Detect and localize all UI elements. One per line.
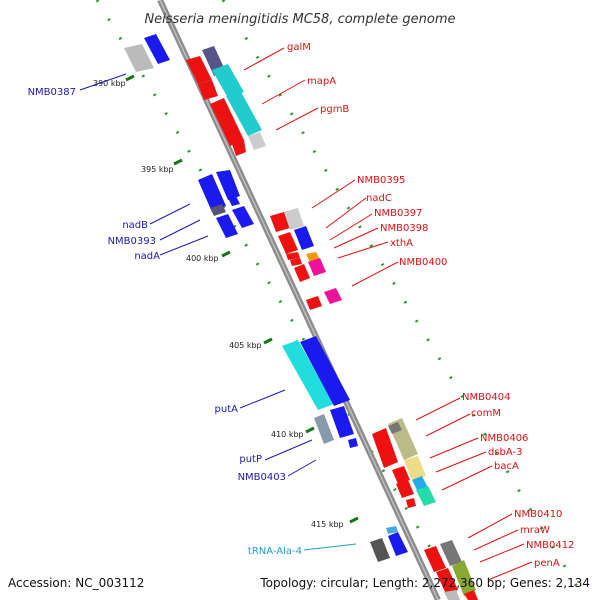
- labels-left: NMB0387 nadB NMB0393 nadA putA putP NMB0…: [28, 87, 286, 483]
- gene-feature[interactable]: [386, 526, 398, 534]
- gene-label-nada[interactable]: nadA: [134, 251, 160, 262]
- gene-feature[interactable]: [424, 546, 446, 572]
- kbp-label-400: 400 kbp: [186, 254, 219, 263]
- gene-label-trna-ala-4[interactable]: tRNA-Ala-4: [248, 546, 302, 557]
- gene-feature[interactable]: [284, 208, 304, 230]
- gene-feature[interactable]: [370, 538, 390, 562]
- gene-feature[interactable]: [282, 340, 334, 410]
- gene-label-nmb0395[interactable]: NMB0395: [357, 175, 405, 186]
- gene-feature[interactable]: [294, 226, 314, 250]
- kbp-label-395: 395 kbp: [141, 165, 174, 174]
- gene-feature[interactable]: [452, 560, 476, 596]
- gene-feature[interactable]: [228, 196, 240, 206]
- gene-label-mapa[interactable]: mapA: [307, 76, 336, 87]
- gene-feature[interactable]: [392, 466, 410, 484]
- gene-label-nadb[interactable]: nadB: [122, 220, 148, 231]
- gene-label-pena[interactable]: penA: [534, 558, 560, 569]
- reverse-genes: [186, 46, 478, 600]
- kbp-label-415: 415 kbp: [311, 520, 344, 529]
- gene-feature[interactable]: [308, 258, 326, 276]
- gene-feature[interactable]: [270, 212, 290, 232]
- gene-feature[interactable]: [306, 296, 322, 310]
- map-title: Neisseria meningitidis MC58, complete ge…: [144, 12, 455, 27]
- gene-feature[interactable]: [440, 540, 462, 566]
- gene-feature[interactable]: [404, 456, 426, 480]
- gene-feature[interactable]: [248, 132, 266, 150]
- forward-genes: [124, 34, 408, 562]
- gene-label-putp[interactable]: putP: [239, 454, 262, 465]
- kbp-tick-marks: [125, 74, 359, 524]
- gene-feature[interactable]: [226, 90, 262, 136]
- gene-label-baca[interactable]: bacA: [494, 461, 519, 472]
- gene-feature[interactable]: [216, 214, 238, 238]
- gene-label-galm[interactable]: galM: [287, 42, 311, 53]
- gene-label-nmb0410[interactable]: NMB0410: [514, 509, 562, 520]
- gene-feature[interactable]: [300, 336, 350, 406]
- topology-text: Topology: circular; Length: 2,272,360 bp…: [259, 576, 590, 590]
- accession-text: Accession: NC_003112: [8, 576, 144, 590]
- gene-feature[interactable]: [396, 480, 414, 498]
- kbp-label-405: 405 kbp: [229, 341, 262, 350]
- gene-feature[interactable]: [330, 406, 354, 438]
- gene-label-nmb0393[interactable]: NMB0393: [108, 236, 156, 247]
- gene-label-nmb0387[interactable]: NMB0387: [28, 87, 76, 98]
- labels-right: galM mapA pgmB NMB0395 nadC NMB0397 NMB0…: [287, 42, 574, 569]
- leader-lines-left: [79, 73, 317, 477]
- leader-line-trna: [303, 543, 357, 551]
- gene-label-mraw[interactable]: mraW: [520, 525, 550, 536]
- gene-label-pgmb[interactable]: pgmB: [320, 104, 349, 115]
- gene-label-xtha[interactable]: xthA: [390, 238, 413, 249]
- gene-label-nmb0400[interactable]: NMB0400: [399, 257, 447, 268]
- gene-feature[interactable]: [124, 44, 154, 72]
- gene-feature[interactable]: [232, 206, 254, 228]
- gene-feature[interactable]: [232, 140, 246, 156]
- gene-feature[interactable]: [286, 252, 300, 260]
- gene-feature[interactable]: [464, 590, 478, 600]
- gene-label-nmb0397[interactable]: NMB0397: [374, 208, 422, 219]
- gene-label-nmb0398[interactable]: NMB0398: [380, 223, 428, 234]
- kbp-label-410: 410 kbp: [271, 430, 304, 439]
- gene-feature[interactable]: [278, 232, 298, 254]
- gene-feature[interactable]: [198, 174, 226, 212]
- gene-feature[interactable]: [210, 98, 244, 146]
- gene-label-nmb0412[interactable]: NMB0412: [526, 540, 574, 551]
- gene-feature[interactable]: [436, 568, 458, 594]
- gene-feature[interactable]: [444, 590, 460, 600]
- gene-feature[interactable]: [216, 170, 240, 200]
- gene-label-comm[interactable]: comM: [471, 408, 501, 419]
- gene-feature[interactable]: [416, 486, 436, 506]
- kbp-label-390: 390 kbp: [93, 79, 126, 88]
- gene-feature[interactable]: [314, 414, 334, 444]
- gene-feature[interactable]: [290, 258, 302, 266]
- gene-feature[interactable]: [212, 64, 244, 98]
- gene-feature[interactable]: [186, 56, 212, 84]
- gene-label-nmb0403[interactable]: NMB0403: [238, 472, 286, 483]
- gene-feature[interactable]: [294, 264, 310, 282]
- gene-feature[interactable]: [388, 532, 408, 556]
- gene-label-nadc[interactable]: nadC: [366, 193, 392, 204]
- gene-label-nmb0404[interactable]: NMB0404: [462, 392, 510, 403]
- gene-feature[interactable]: [198, 80, 218, 100]
- gene-feature[interactable]: [348, 438, 358, 448]
- gene-feature[interactable]: [210, 204, 226, 216]
- gene-feature[interactable]: [144, 34, 170, 64]
- gene-label-puta[interactable]: putA: [215, 404, 239, 415]
- gene-feature[interactable]: [372, 428, 398, 468]
- gene-feature[interactable]: [406, 498, 416, 508]
- gene-feature[interactable]: [388, 422, 402, 434]
- gene-feature[interactable]: [324, 288, 342, 304]
- gene-label-dsba-3[interactable]: dsbA-3: [488, 447, 523, 458]
- leader-lines-right: [243, 47, 533, 581]
- gene-label-nmb0406[interactable]: NMB0406: [480, 433, 528, 444]
